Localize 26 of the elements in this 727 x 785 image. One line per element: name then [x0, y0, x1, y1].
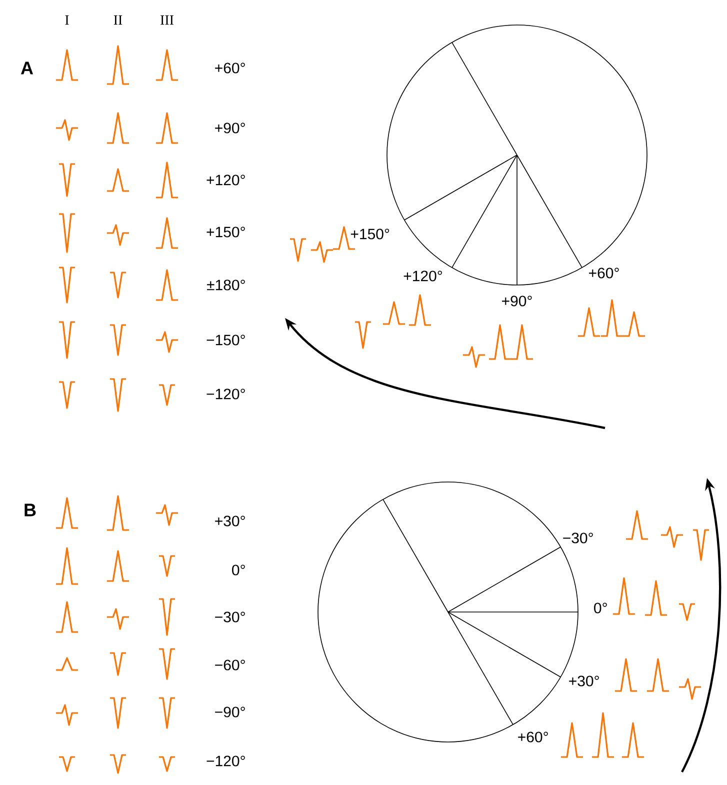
- angle-label: +150°: [350, 228, 390, 240]
- lead-label: III: [160, 15, 174, 25]
- angle-label: +90°: [215, 122, 245, 134]
- angle-label: +120°: [404, 270, 442, 282]
- angle-label: −120°: [206, 388, 245, 400]
- panel-label: B: [24, 504, 36, 516]
- angle-label: +150°: [206, 226, 245, 238]
- angle-label: −120°: [206, 756, 245, 766]
- lead-label: II: [114, 15, 122, 25]
- panel-label: A: [20, 62, 34, 74]
- angle-label: −30°: [563, 532, 593, 544]
- angle-label: +60°: [518, 732, 548, 742]
- angle-label: 0°: [232, 564, 245, 576]
- angle-label: +30°: [569, 676, 599, 686]
- angle-label: ±180°: [207, 280, 245, 290]
- angle-label: −150°: [206, 334, 245, 346]
- angle-label: −60°: [215, 660, 245, 670]
- angle-label: +30°: [215, 516, 245, 526]
- lead-label: I: [65, 15, 69, 25]
- angle-label: 0°: [594, 602, 607, 614]
- angle-label: +120°: [206, 174, 245, 186]
- angle-label: −30°: [215, 612, 245, 622]
- angle-label: +60°: [589, 268, 619, 278]
- angle-label: +90°: [502, 296, 532, 306]
- angle-label: −90°: [215, 706, 245, 718]
- angle-label: +60°: [215, 62, 245, 74]
